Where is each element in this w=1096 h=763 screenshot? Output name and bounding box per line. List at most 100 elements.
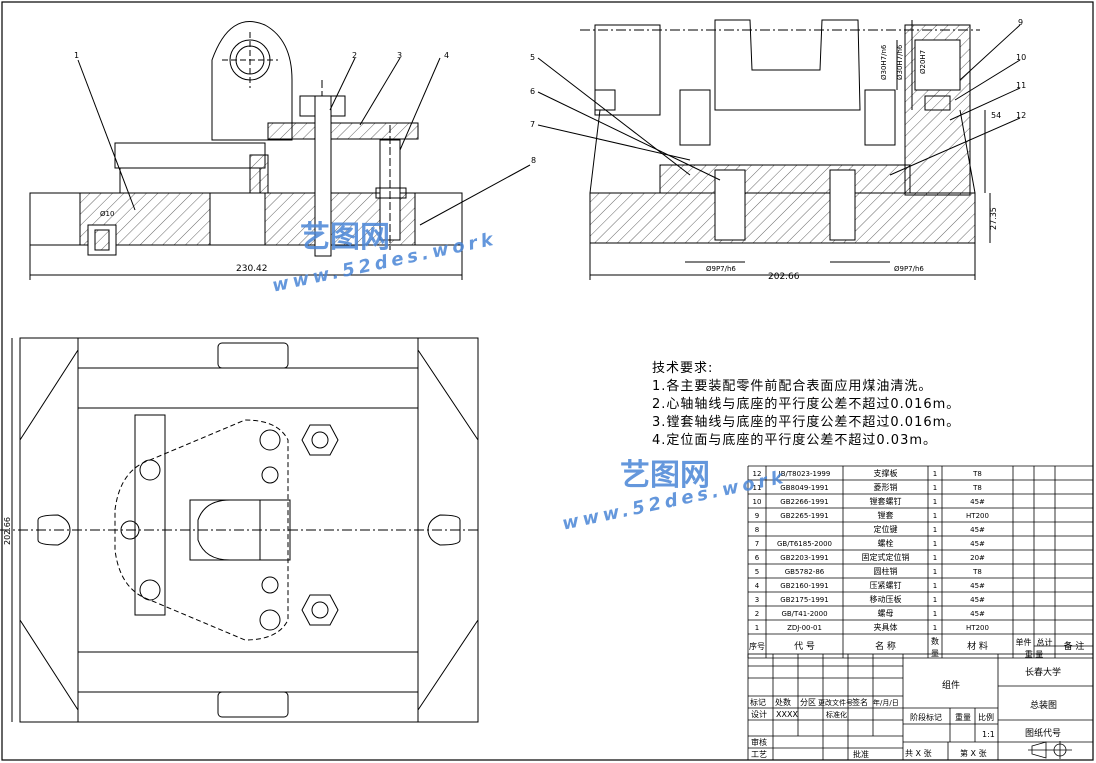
tb-design: 设计 — [751, 709, 767, 719]
tb-changedoc: 更改文件号 — [818, 698, 853, 707]
bom-no: 8 — [755, 526, 759, 534]
tb-count: 处数 — [775, 697, 791, 707]
bom-header-single: 单件 — [1016, 637, 1032, 647]
bom-no: 4 — [755, 582, 760, 590]
tb-weight: 重量 — [955, 712, 971, 722]
bom-no: 12 — [753, 470, 762, 478]
bom-material: HT200 — [966, 512, 989, 520]
bom-code: GB5782-86 — [785, 568, 825, 576]
balloon-6: 6 — [530, 87, 535, 96]
bom-header-qty-top: 数 — [931, 636, 939, 646]
bom-material: 20# — [970, 554, 985, 562]
tech-title: 技术要求: — [652, 361, 714, 376]
tb-scale-val: 1:1 — [982, 730, 995, 739]
bom-name: 移动压板 — [870, 594, 902, 604]
side-view — [537, 19, 1021, 280]
bom-qty: 1 — [933, 540, 937, 548]
balloon-11: 11 — [1016, 81, 1026, 90]
tb-designer: XXXX — [776, 710, 798, 719]
bom-header-remark: 备 注 — [1064, 640, 1085, 652]
bom-code: GB2160-1991 — [780, 582, 828, 590]
balloon-2: 2 — [352, 51, 357, 60]
bom-material: 45# — [970, 540, 985, 548]
bom-material: 45# — [970, 582, 985, 590]
tech-item-1: 1.各主要装配零件前配合表面应用煤油清洗。 — [652, 379, 933, 394]
bom-name: 镗套 — [878, 510, 894, 520]
watermark-brand-2: 艺图网 — [620, 458, 710, 493]
watermark-mid: 艺图网 www.52des.work — [560, 450, 789, 535]
side-h2-dim: 54 — [991, 111, 1001, 120]
bom-no: 2 — [755, 610, 759, 618]
tb-drawing-name: 总装图 — [1030, 699, 1057, 711]
title-block — [747, 653, 1094, 761]
top-height-dim: 202.66 — [3, 517, 12, 545]
bom-code: GB8049-1991 — [780, 484, 828, 492]
fit-c-dim: Ø20H7 — [919, 50, 927, 74]
front-width-dim: 230.42 — [236, 264, 268, 274]
tb-code: 图纸代号 — [1025, 727, 1061, 739]
balloon-12: 12 — [1016, 111, 1026, 120]
tb-scale: 比例 — [978, 712, 994, 722]
bom-header-code: 代 号 — [794, 641, 815, 652]
bom-header-material: 材 料 — [967, 640, 988, 652]
bom-header-total: 总计 — [1037, 637, 1053, 647]
tb-sheet-no: 第 X 张 — [960, 748, 987, 758]
bom-material: HT200 — [966, 624, 989, 632]
bom-qty: 1 — [933, 470, 937, 478]
tb-stage: 阶段标记 — [910, 712, 942, 722]
balloon-7: 7 — [530, 120, 535, 129]
bom-code: GB2175-1991 — [780, 596, 828, 604]
bom-material: 45# — [970, 526, 985, 534]
bom-name: 圆柱销 — [874, 566, 898, 576]
watermark-brand: 艺图网 — [300, 220, 390, 255]
watermark-top: 艺图网 www.52des.work — [270, 212, 499, 297]
bom-qty: 1 — [933, 582, 937, 590]
fit-left-dim: Ø9P7/h6 — [706, 265, 736, 273]
bom-material: T8 — [972, 470, 982, 478]
bom-qty: 1 — [933, 596, 937, 604]
balloon-1: 1 — [74, 51, 79, 60]
bom-name: 螺栓 — [878, 538, 894, 548]
bom-material: 45# — [970, 596, 985, 604]
tb-school: 长春大学 — [1025, 666, 1061, 678]
bom-header-qty-bot: 量 — [931, 649, 939, 658]
tech-item-3: 3.镗套轴线与底座的平行度公差不超过0.016m。 — [652, 415, 961, 430]
bom-no: 11 — [753, 484, 762, 492]
bom-name: 螺母 — [878, 608, 894, 618]
tb-review: 审核 — [751, 737, 767, 747]
bom-name: 定位键 — [874, 524, 898, 534]
tb-std: 标准化 — [826, 710, 847, 719]
bom-code: GB2265-1991 — [780, 512, 828, 520]
bom-no: 9 — [755, 512, 759, 520]
bom-code: GB/T6185-2000 — [777, 540, 832, 548]
bom-code: GB2266-1991 — [780, 498, 828, 506]
tech-item-2: 2.心轴轴线与底座的平行度公差不超过0.016m。 — [652, 397, 961, 412]
bom-no: 3 — [755, 596, 759, 604]
tb-approve: 批准 — [853, 749, 869, 759]
bom-code: GB/T41-2000 — [781, 610, 827, 618]
balloon-3: 3 — [397, 51, 402, 60]
fit-small-dim: Ø10 — [100, 210, 114, 218]
balloon-8: 8 — [531, 156, 536, 165]
bom-material: 45# — [970, 610, 985, 618]
bom-no: 10 — [753, 498, 762, 506]
bom-name: 支撑板 — [874, 468, 898, 478]
tech-item-4: 4.定位面与底座的平行度公差不超过0.03m。 — [652, 433, 938, 448]
bom-no: 1 — [755, 624, 759, 632]
fit-b-dim: Ø30H7/h6 — [896, 44, 904, 80]
technical-requirements: 技术要求: 1.各主要装配零件前配合表面应用煤油清洗。 2.心轴轴线与底座的平行… — [652, 360, 960, 450]
bom-no: 7 — [755, 540, 759, 548]
bom-qty: 1 — [933, 568, 937, 576]
balloon-5: 5 — [530, 53, 535, 62]
balloon-4: 4 — [444, 51, 449, 60]
bom-name: 固定式定位销 — [862, 552, 910, 562]
bom-qty: 1 — [933, 610, 937, 618]
bom-code: ZDJ-00-01 — [787, 624, 822, 632]
bom-qty: 1 — [933, 554, 937, 562]
bom-header-name: 名 称 — [875, 640, 896, 652]
bom-qty: 1 — [933, 624, 937, 632]
balloon-9: 9 — [1018, 18, 1023, 27]
tb-craft: 工艺 — [751, 750, 767, 759]
